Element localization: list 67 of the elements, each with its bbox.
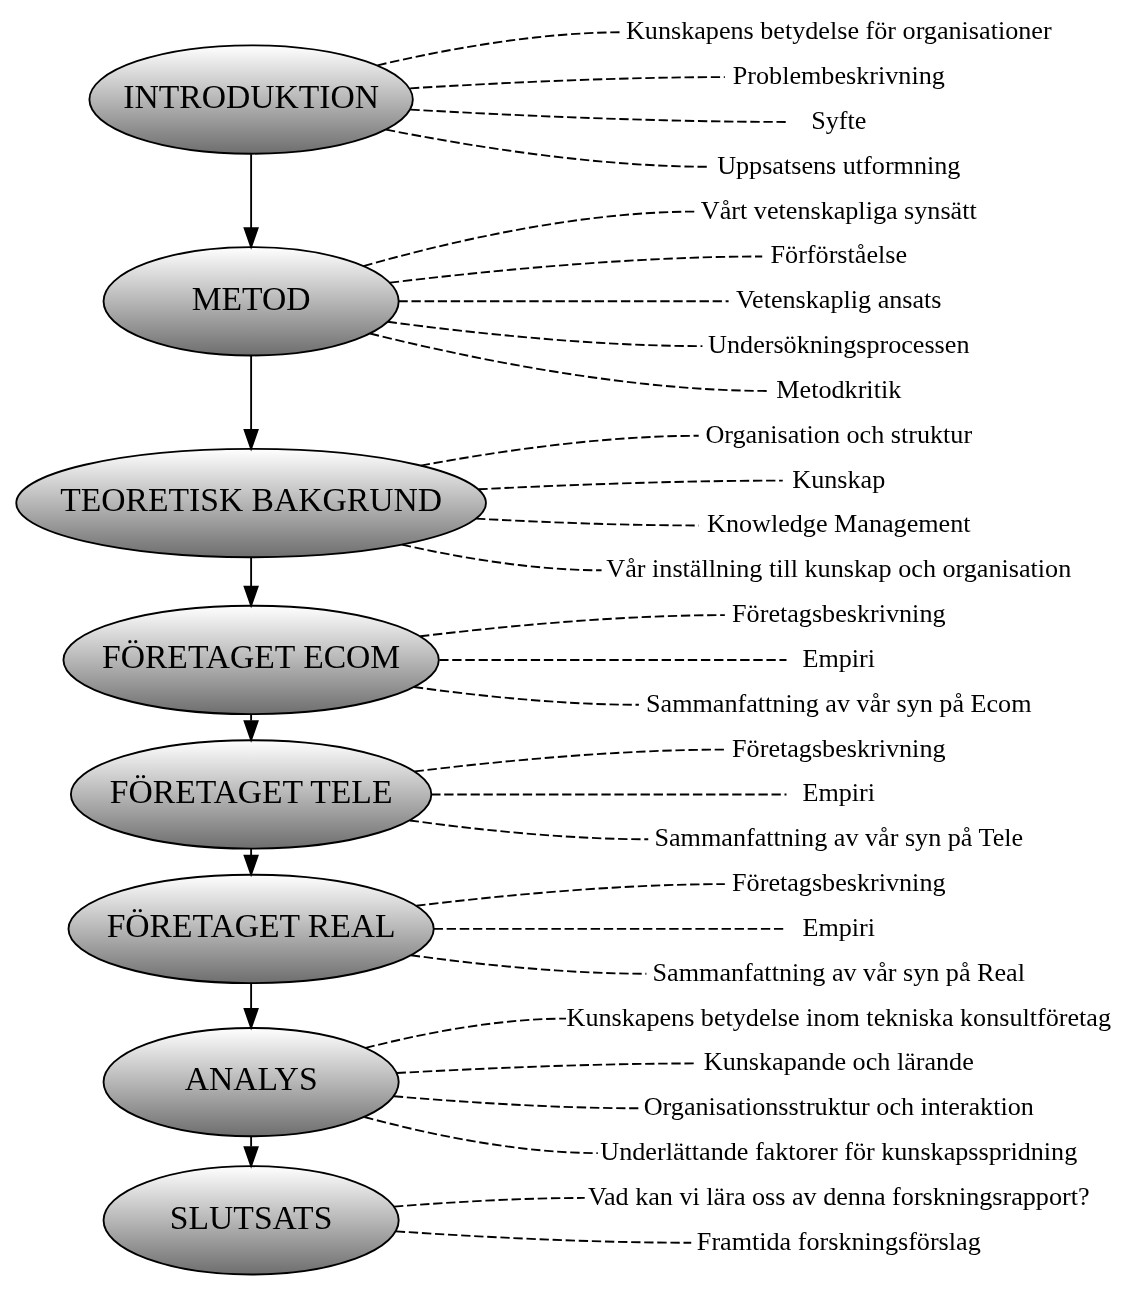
node-text: Sammanfattning av vår syn på Tele — [654, 823, 1024, 853]
node-text: Vad kan vi lära oss av denna forskningsrapport? — [587, 1181, 1090, 1211]
node-text: Uppsatsens utformning — [717, 150, 961, 180]
node-text: Empiri — [802, 778, 876, 808]
node-ellipse: TEORETISK BAKGRUND — [15, 447, 487, 559]
node-text: Organisation och struktur — [705, 419, 973, 449]
connector — [419, 434, 700, 467]
connector — [409, 954, 648, 975]
node-text: Undersökningsprocessen — [708, 330, 970, 360]
node-text: Syfte — [811, 105, 867, 135]
node-text: Metodkritik — [776, 374, 902, 404]
connector — [413, 748, 726, 773]
connector — [430, 793, 788, 796]
arrow — [243, 847, 259, 878]
node-text: Företagsbeskrivning — [732, 599, 946, 629]
node-text: Kunskapens betydelse för organisationer — [625, 16, 1052, 46]
node-text: Vetenskaplig ansats — [736, 285, 942, 315]
connector — [395, 1230, 693, 1244]
connector — [477, 479, 784, 491]
node-text: Empiri — [802, 643, 876, 673]
node-text: Kunskapande och lärande — [703, 1047, 974, 1077]
arrow — [243, 153, 259, 250]
node-text: Förförståelse — [770, 240, 908, 270]
node-text: Problembeskrivning — [732, 61, 945, 91]
arrow — [243, 1135, 259, 1169]
connector — [409, 76, 726, 90]
connector — [409, 108, 788, 123]
node-text: Framtida forskningsförslag — [696, 1226, 981, 1256]
node-ellipse: ANALYS — [102, 1027, 400, 1138]
connector — [369, 332, 769, 392]
node-text: Vårt vetenskapliga synsätt — [700, 195, 977, 225]
arrow — [243, 713, 259, 743]
node-ellipse: FÖRETAGET REAL — [67, 873, 435, 985]
node-ellipse: SLUTSATS — [102, 1165, 400, 1276]
connector — [400, 543, 603, 572]
connector — [362, 210, 696, 268]
node-ellipse: INTRODUKTION — [88, 44, 414, 155]
connector — [393, 1095, 640, 1110]
node-text: Kunskapens betydelse inom tekniska konsultföretag — [566, 1002, 1112, 1032]
connector — [363, 1116, 599, 1155]
connector — [397, 300, 730, 303]
node-ellipse: FÖRETAGET TELE — [69, 739, 433, 850]
node-ellipse: FÖRETAGET ECOM — [62, 604, 440, 716]
node-ellipse: METOD — [102, 246, 400, 357]
node-text: Empiri — [802, 912, 876, 942]
node-text: Sammanfattning av vår syn på Real — [652, 957, 1025, 987]
connector — [438, 659, 788, 661]
node-text: Vår inställning till kunskap och organisation — [606, 554, 1072, 584]
connector — [413, 686, 640, 706]
node-text: Företagsbeskrivning — [732, 868, 946, 898]
connector — [393, 1197, 586, 1208]
node-text: Organisationsstruktur och interaktion — [643, 1092, 1034, 1122]
node-text: Underlättande faktorer för kunskapsspridning — [600, 1137, 1078, 1167]
connector — [419, 614, 726, 638]
connector — [408, 819, 650, 841]
node-text: Företagsbeskrivning — [732, 733, 946, 763]
arrow — [243, 355, 259, 452]
connector — [364, 1017, 567, 1049]
arrow — [243, 982, 259, 1031]
node-text: Sammanfattning av vår syn på Ecom — [646, 688, 1032, 718]
node-text: Knowledge Management — [707, 509, 971, 539]
connector — [475, 517, 700, 527]
node-text: Kunskap — [792, 464, 886, 494]
connector — [415, 883, 726, 907]
connector — [389, 255, 764, 284]
connector — [386, 320, 704, 348]
arrow — [243, 556, 259, 609]
